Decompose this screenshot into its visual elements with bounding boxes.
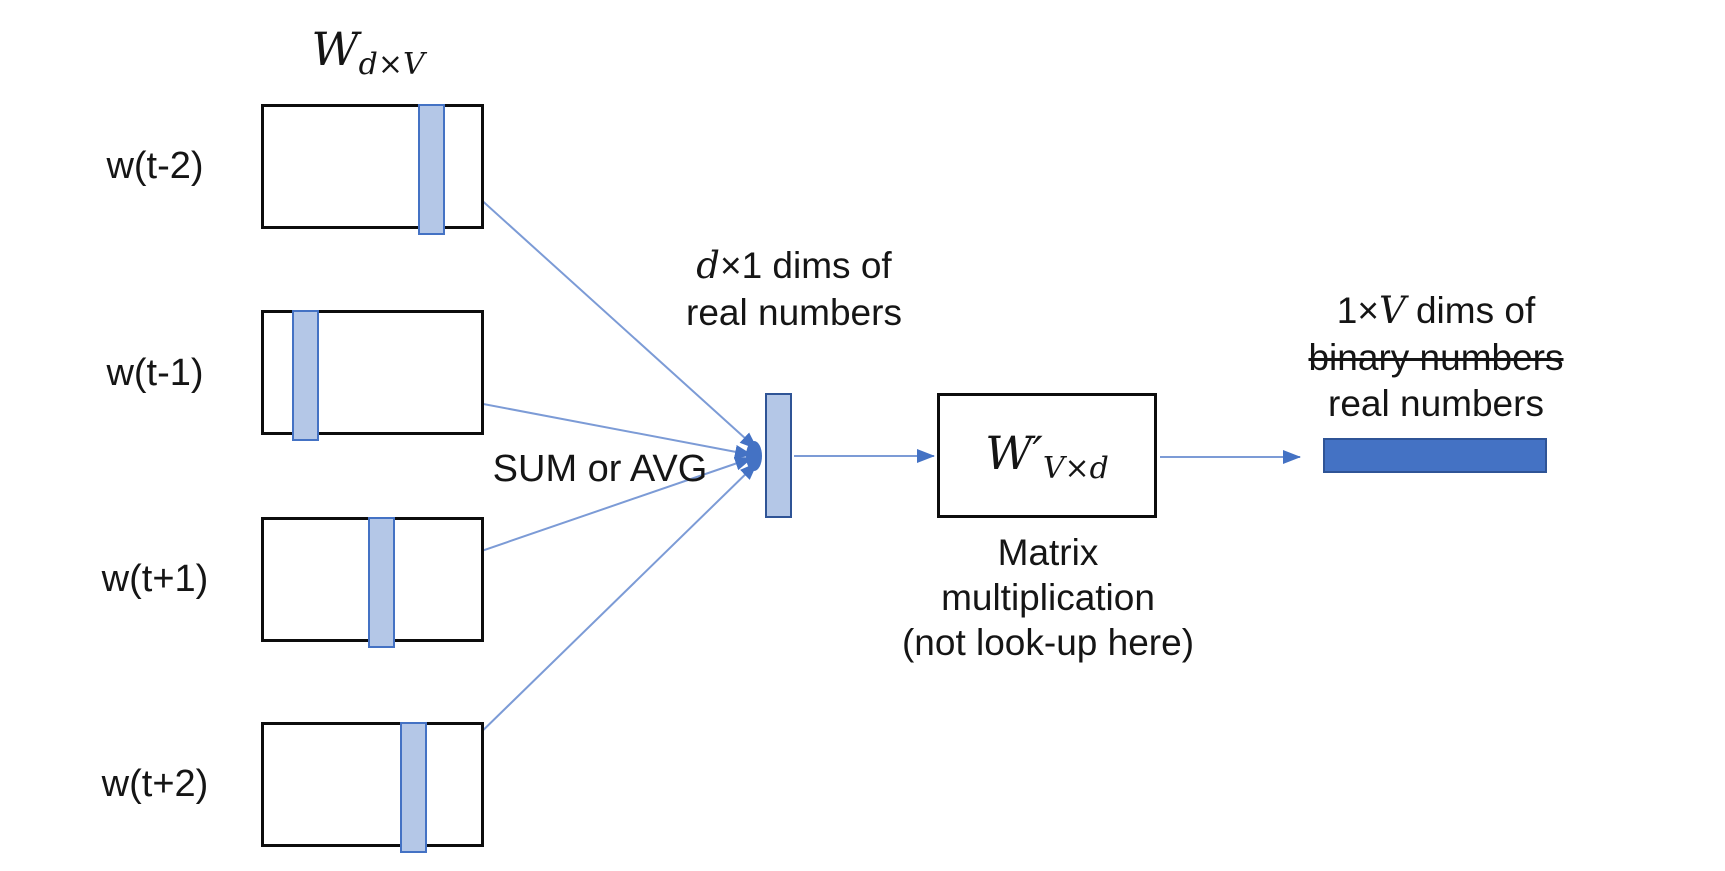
projection-caption-line2: multiplication [941,577,1155,618]
hidden-vector-caption: d×1 dims of real numbers [644,242,944,336]
embedding-matrix-box-t+2 [261,722,484,853]
output-caption-strikethrough-line: binary numbers [1308,336,1564,378]
output-vector-bar [1323,438,1547,473]
convergence-arrowhead-cluster [746,441,762,471]
input-word-label-t-2: w(t-2) [106,145,204,187]
selected-column-stripe [292,310,319,441]
output-vector-caption: 1×V dims of binary numbers real numbers [1286,288,1586,428]
embedding-matrix-label: Wd×V [268,22,468,82]
selected-column-stripe [400,722,427,853]
projection-matrix-label: W′V×d [985,426,1109,486]
hidden-vector-caption-line2: real numbers [686,292,902,333]
projection-matrix-symbol: W′ [985,425,1043,480]
projection-matrix-box: W′V×d [937,393,1157,518]
output-caption-line3: real numbers [1328,383,1544,424]
output-caption-line1: 1×V dims of [1286,288,1586,335]
embedding-matrix-box-t-1 [261,310,484,441]
output-dims-post: dims of [1405,290,1536,331]
input-word-label-t+2: w(t+2) [101,763,209,805]
sum-or-avg-label: SUM or AVG [492,448,708,490]
projection-caption-line3: (not look-up here) [901,622,1195,663]
output-dims-pre: 1× [1336,290,1379,331]
dims-text: ×1 dims of [719,245,892,286]
embedding-matrix-box-t-2 [261,104,484,235]
hidden-layer-vector-bar [765,393,792,518]
output-dims-math-symbol: V [1378,289,1406,332]
projection-caption: Matrix multiplication (not look-up here) [898,530,1198,665]
selected-column-stripe [368,517,395,648]
input-word-label-t-1: w(t-1) [106,352,204,394]
embedding-matrix-box-t+1 [261,517,484,648]
input-word-label-t+1: w(t+1) [101,558,209,600]
embedding-matrix-symbol: W [311,22,359,76]
projection-matrix-subscript: V×d [1042,450,1109,486]
projection-caption-line1: Matrix [997,532,1099,573]
dims-math-symbol: d [696,244,720,287]
hidden-vector-caption-line1: d×1 dims of [644,242,944,289]
embedding-matrix-subscript: d×V [358,47,425,82]
selected-column-stripe [418,104,445,235]
connector-wt-2-to-hidden [445,167,758,450]
